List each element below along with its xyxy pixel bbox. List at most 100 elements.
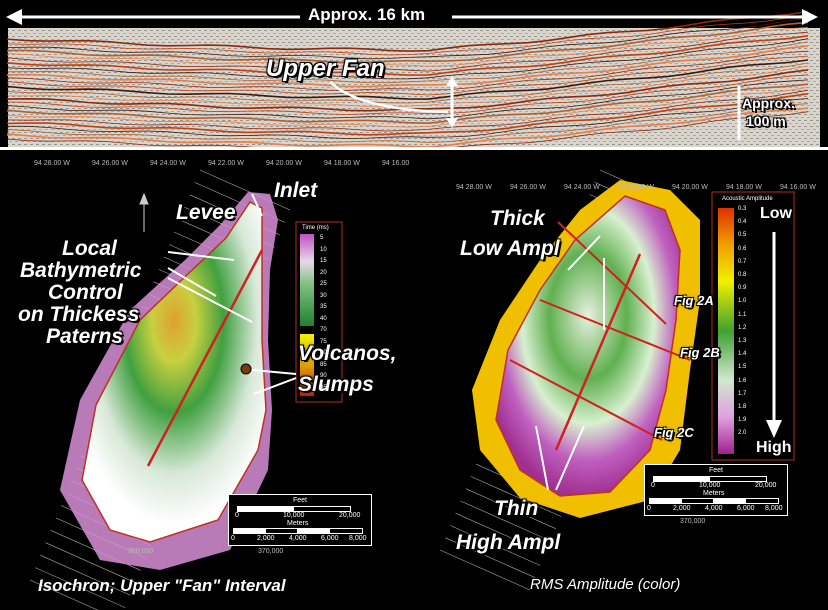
amplitude-low-label: Low: [760, 205, 792, 222]
left-m-tick-2: 4,000: [289, 535, 307, 542]
legend-value: 0.7: [738, 258, 747, 265]
left-easting-1: 360,000: [128, 548, 154, 555]
legend-value: 2.0: [738, 430, 747, 437]
thick-label-1: Thick: [490, 207, 545, 230]
right-m-tick-3: 6,000: [737, 505, 755, 512]
seismic-reflector: [7, 87, 809, 128]
left-caption: Isochron; Upper "Fan" Interval: [38, 576, 286, 595]
grid-line: [439, 549, 531, 591]
right-easting-1: 370,000: [680, 518, 706, 525]
right-m-tick-1: 2,000: [673, 505, 691, 512]
left-m-bar-2: [265, 528, 299, 534]
left-feet-bar-2: [293, 506, 351, 512]
seismic-reflector: [7, 21, 809, 64]
right-scale-meters-label: Meters: [703, 490, 725, 497]
seismic-reflector: [7, 50, 809, 91]
time-legend-title: Time (ms): [302, 225, 329, 231]
longitude-tick-label: 94 24.00 W: [150, 160, 186, 167]
right-feet-tick-0: 0: [651, 482, 655, 489]
grid-line: [29, 579, 99, 610]
control-label-3: Control: [48, 281, 123, 304]
legend-value: 1.0: [738, 298, 747, 305]
right-m-tick-0: 0: [647, 505, 651, 512]
legend-value: 70: [320, 327, 327, 333]
longitude-tick-label: 94 28.00 W: [456, 184, 492, 191]
seismic-reflector: [7, 31, 809, 72]
seismic-reflector: [7, 10, 809, 52]
legend-value: 10: [320, 246, 327, 253]
fig-2b-label: Fig 2B: [680, 345, 720, 360]
maps-panel: [29, 169, 795, 610]
longitude-tick-label: 94 22.00 W: [208, 160, 244, 167]
seismic-reflector: [7, 107, 809, 149]
legend-value: 1.7: [738, 390, 747, 397]
legend-value: 75: [320, 338, 327, 345]
fig-2a-label: Fig 2A: [674, 293, 714, 308]
amplitude-legend-title: Acoustic Amplitude: [722, 196, 773, 202]
legend-value: 0.9: [738, 285, 747, 292]
vertical-scale-bar: [737, 86, 741, 140]
longitude-tick-label: 94 16.00 W: [780, 184, 816, 191]
legend-value: 1.2: [738, 324, 747, 331]
legend-value: 1.1: [738, 311, 747, 318]
longitude-tick-label: 94 26.00 W: [92, 160, 128, 167]
legend-value: 40: [320, 315, 327, 322]
longitude-tick-label: 94 16.00: [382, 160, 410, 167]
left-m-bar-3: [297, 528, 331, 534]
seismic-reflector: [7, 89, 809, 132]
legend-value: 1.4: [738, 351, 747, 358]
left-m-tick-1: 2,000: [257, 535, 275, 542]
right-m-tick-4: 8,000: [765, 505, 783, 512]
grid-line: [35, 567, 126, 608]
grid-line: [470, 476, 562, 517]
legend-value: 0.4: [738, 219, 747, 226]
amplitude-arrow-head: [766, 420, 782, 438]
legend-value: 1.6: [738, 377, 747, 384]
seismic-reflector: [7, 59, 809, 100]
time-legend-upper-bar: [300, 234, 314, 326]
seismic-reflector: [7, 45, 809, 88]
seismic-profile: [0, 0, 828, 150]
seismic-reflector: [7, 27, 809, 67]
grid-line: [460, 500, 551, 542]
left-m-tick-4: 8,000: [349, 535, 367, 542]
left-feet-tick-1: 10,000: [283, 512, 305, 519]
longitude-tick-label: 94 26.00 W: [510, 184, 546, 191]
seismic-reflector: [7, 14, 809, 56]
right-m-bar-4: [745, 498, 779, 504]
legend-value: 20: [320, 269, 327, 276]
legend-value: 30: [320, 292, 327, 299]
left-easting-2: 370,000: [258, 548, 284, 555]
vertical-scale-label-1: Approx.: [742, 95, 795, 111]
inlet-label: Inlet: [274, 179, 318, 202]
fig-2c-label: Fig 2C: [654, 425, 694, 440]
grid-line: [455, 512, 546, 554]
left-scale-meters-label: Meters: [287, 520, 309, 527]
control-label-1: Local: [62, 237, 117, 260]
amplitude-high-label: High: [756, 439, 792, 456]
legend-value: 80: [320, 350, 327, 356]
legend-value: 1.5: [738, 364, 747, 371]
seismic-reflector: [7, 79, 809, 120]
volcano-marker: [240, 363, 252, 375]
seismic-reflector: [7, 83, 809, 125]
seismic-reflector: [7, 74, 809, 115]
right-caption: RMS Amplitude (color): [530, 576, 681, 593]
horizontal-scale-arrow: [6, 9, 818, 25]
north-arrow-icon: [139, 192, 149, 232]
longitude-tick-label: 94 20.00 W: [672, 184, 708, 191]
seismic-reflector: [7, 93, 809, 136]
right-m-bar-1: [649, 498, 683, 504]
seismic-reflectors: [7, 10, 809, 150]
legend-value: 85: [320, 361, 327, 368]
legend-value: 1.8: [738, 404, 747, 410]
right-scale-box: Feet 0 10,000 20,000 Meters 0 2,000 4,00…: [644, 464, 788, 516]
right-m-bar-3: [713, 498, 747, 504]
legend-value: 5: [320, 235, 324, 241]
longitude-tick-label: 94 24.00 W: [564, 184, 600, 191]
legend-value: 0.6: [738, 245, 747, 252]
grid-line: [199, 169, 291, 211]
longitude-tick-label: 94 18.00 W: [726, 184, 762, 191]
control-label-5: Paterns: [46, 325, 124, 348]
